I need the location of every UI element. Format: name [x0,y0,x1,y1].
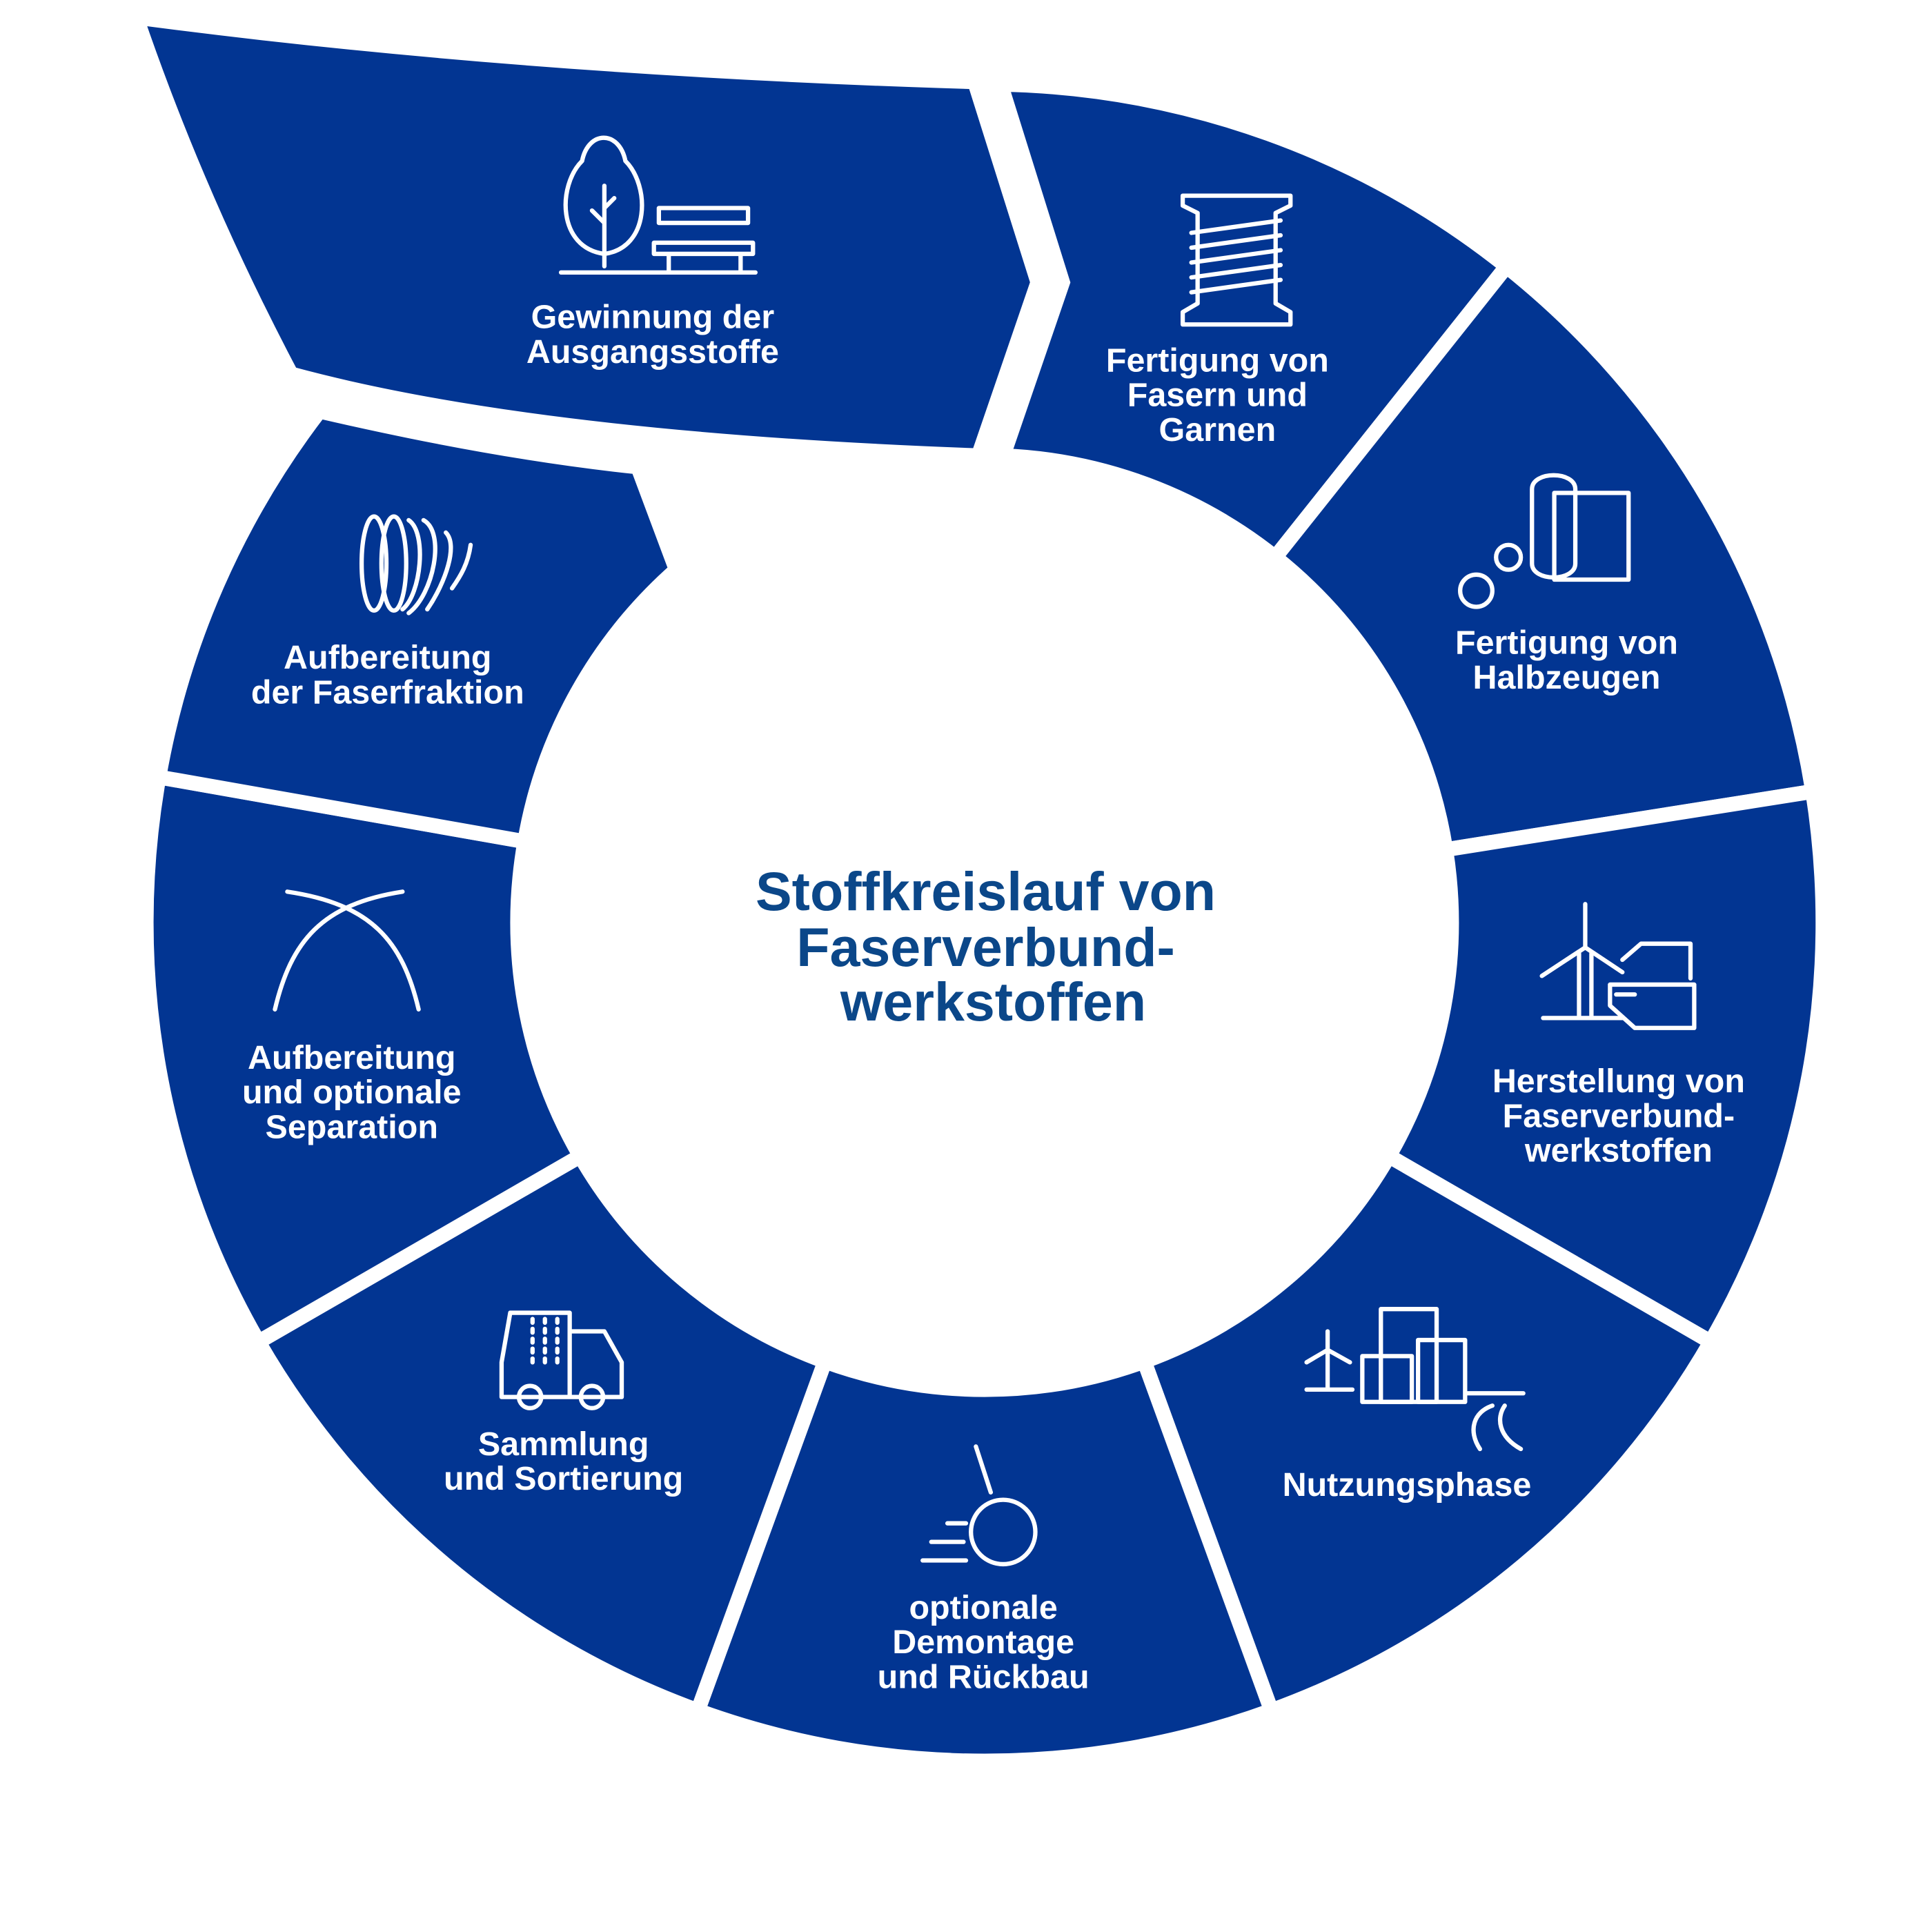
fabric-roll-gears-icon [1458,473,1631,609]
truck-icon [499,1310,624,1410]
stage-segment-demontage [688,1352,1281,1769]
stage-segment-gewinnung [125,8,1046,464]
stage-segment-faserfraktion [150,402,685,851]
road-split-icon [273,889,421,1012]
stage-segment-herstellung [1379,782,1831,1352]
tree-bench-icon [558,135,758,275]
stage-segment-separation [139,768,591,1352]
fiber-bundle-icon [359,514,473,615]
diagram-title: Stoffkreislauf von Faserverbund- werksto… [756,861,1231,1032]
stage-segment-nutzung [1134,1145,1721,1720]
stage-segment-fasern [990,76,1517,568]
wrecking-ball-icon [920,1444,1038,1567]
city-icon [1304,1307,1526,1452]
stage-segment-halbzeuge [1265,256,1822,858]
stage-label-nutzung: Nutzungsphase [1283,1466,1532,1504]
spool-icon [1180,193,1293,327]
stage-segment-sammlung [248,1145,835,1720]
wind-turbine-car-icon [1539,902,1697,1030]
